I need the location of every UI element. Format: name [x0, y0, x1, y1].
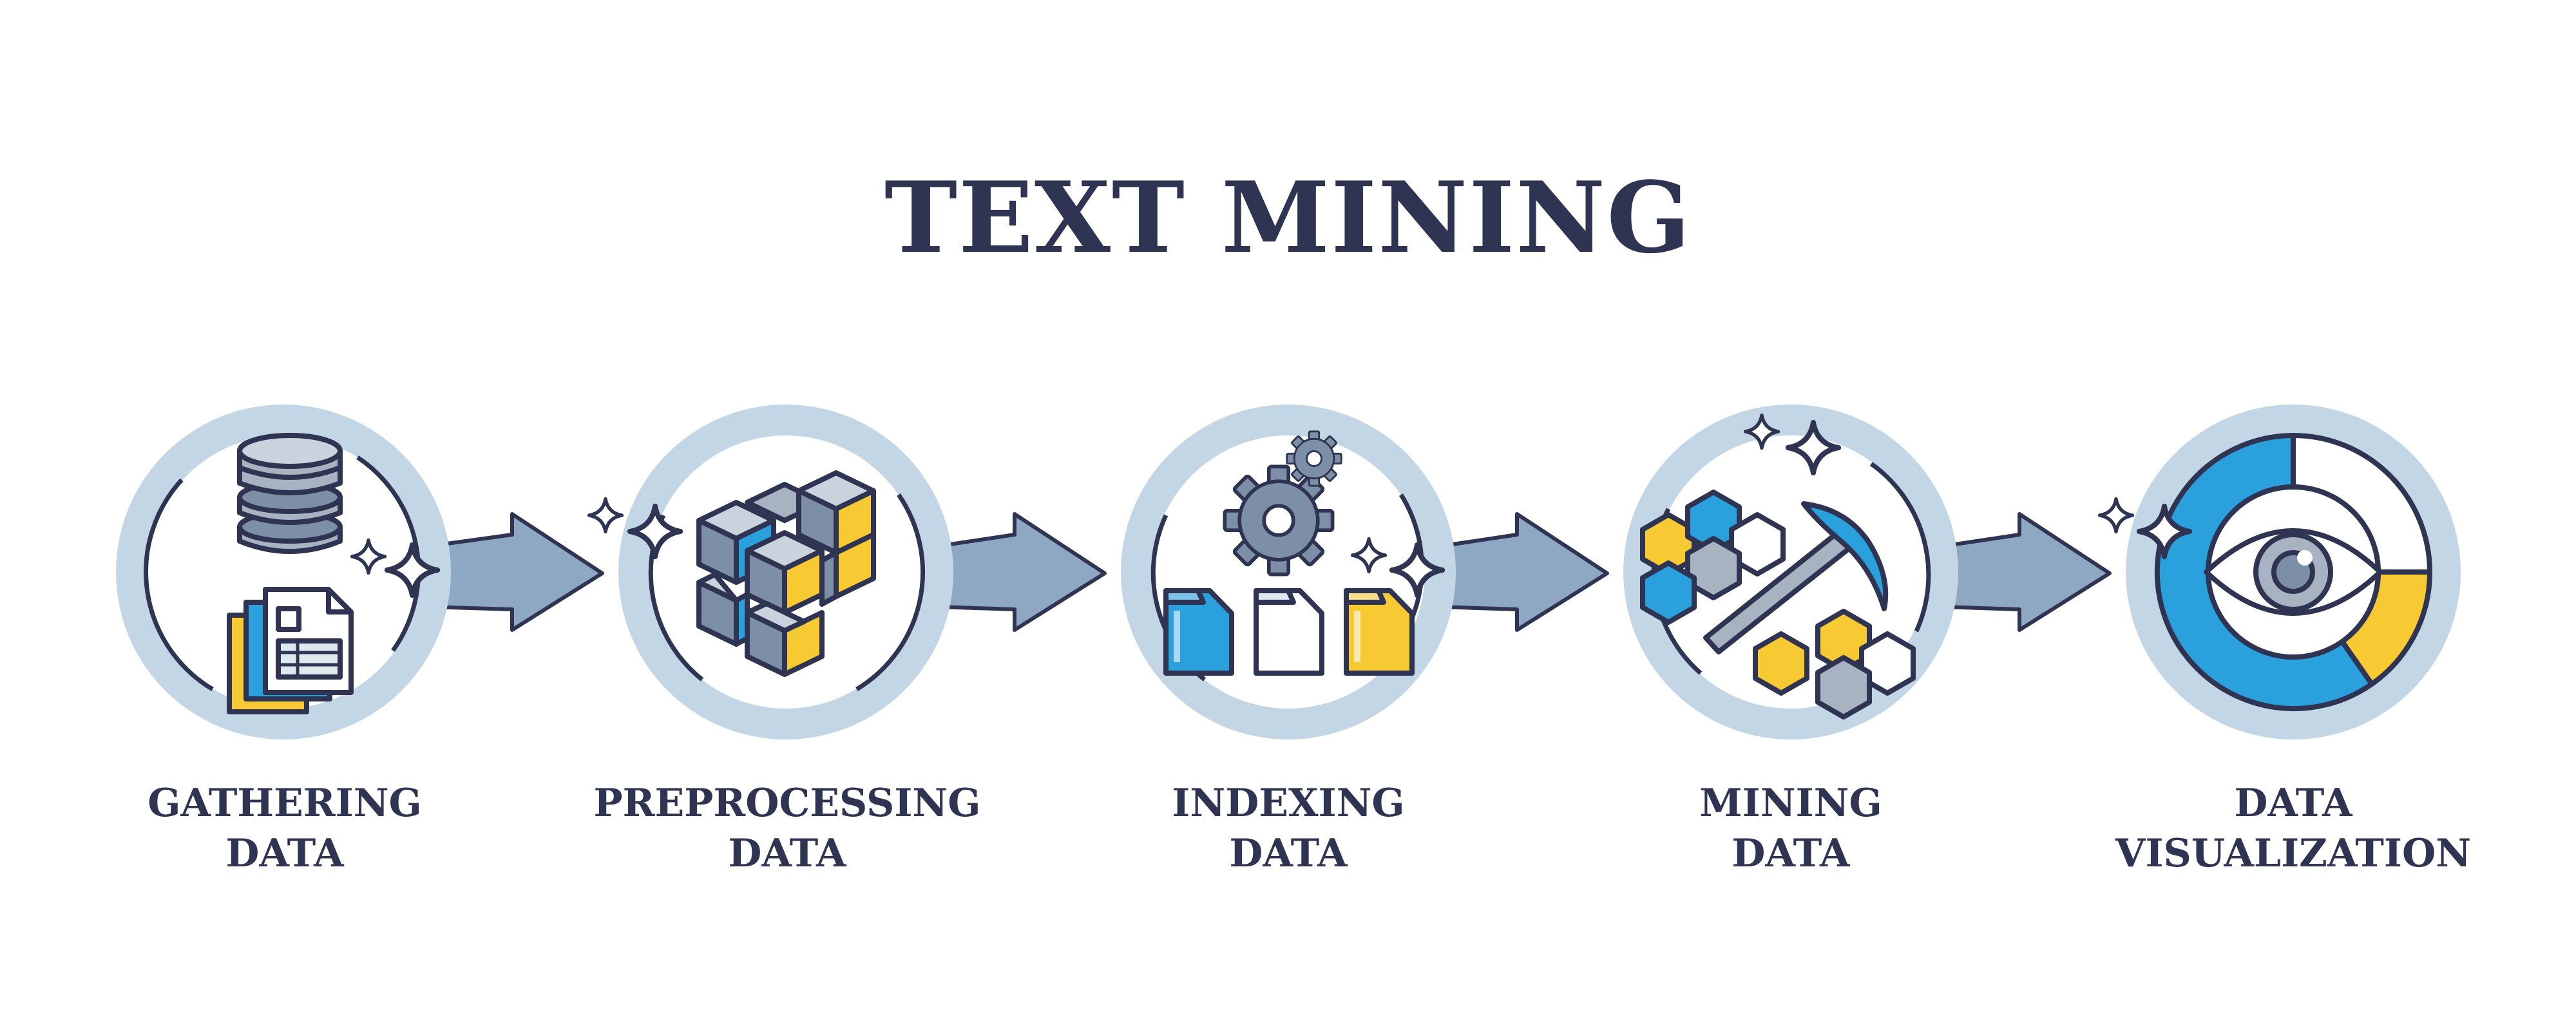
step-preprocessing-data: [589, 405, 953, 739]
step-mining-data: [1623, 405, 1958, 739]
step-label-line-2: DATA: [1229, 831, 1348, 876]
step-label-line-2: VISUALIZATION: [2115, 831, 2472, 876]
step-label-indexing-data: INDEXING DATA: [1063, 778, 1514, 879]
flow-arrow: [1940, 512, 2112, 632]
step-label-line-1: DATA: [2234, 781, 2352, 826]
step-label-line-2: DATA: [728, 831, 846, 876]
step-label-gathering-data: GATHERING DATA: [59, 778, 510, 879]
pickaxe-hexagons-icon: [1643, 492, 1913, 717]
step-label-mining-data: MINING DATA: [1565, 778, 2016, 879]
cube-blocks-icon: [696, 470, 876, 677]
eye-donut-chart-icon: [2154, 433, 2433, 711]
gears-folders-icon: [1163, 430, 1415, 676]
step-gathering-data: [116, 405, 451, 739]
step-label-line-1: MINING: [1699, 781, 1882, 826]
step-label-preprocessing-data: PREPROCESSING DATA: [562, 778, 1013, 879]
step-label-line-2: DATA: [1732, 831, 1850, 876]
flow-arrow: [426, 512, 604, 632]
step-label-line-2: DATA: [225, 831, 344, 876]
step-label-line-1: INDEXING: [1172, 781, 1405, 826]
step-label-line-1: PREPROCESSING: [593, 781, 981, 826]
step-label-data-visualization: DATA VISUALIZATION: [2068, 778, 2519, 879]
step-data-visualization: [2100, 405, 2461, 739]
step-label-line-1: GATHERING: [148, 781, 422, 826]
step-indexing-data: [1121, 405, 1456, 739]
database-documents-icon: [227, 433, 354, 714]
page-title: TEXT MINING: [884, 160, 1692, 275]
flow-arrow: [935, 512, 1107, 632]
flow-arrow: [1438, 512, 1609, 632]
